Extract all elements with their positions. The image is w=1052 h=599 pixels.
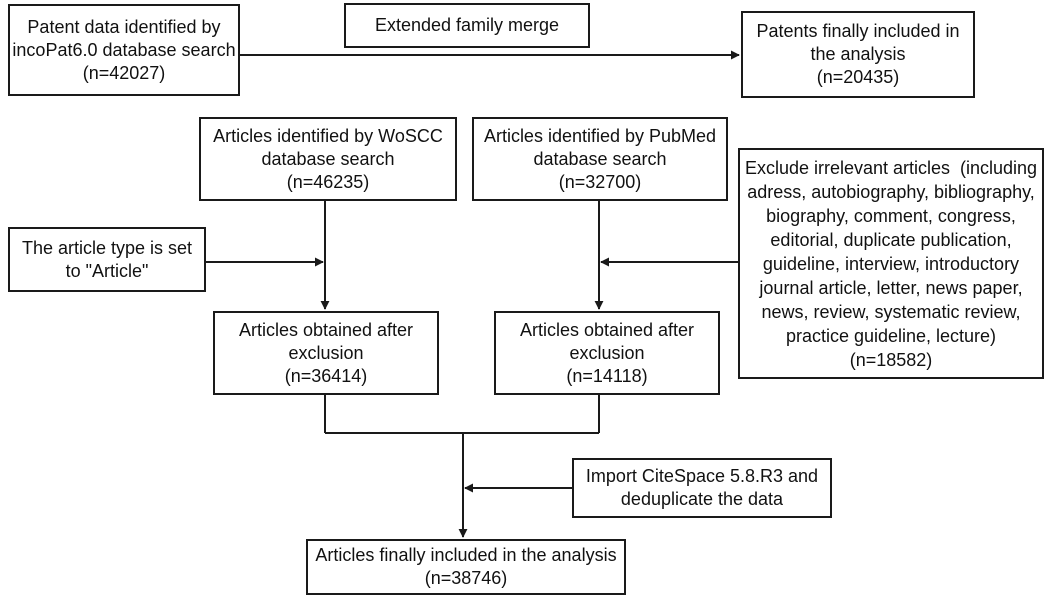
box-text-line: database search	[533, 148, 667, 169]
box-text-line: incoPat6.0 database search	[12, 39, 236, 60]
family-merge-box: Extended family merge	[344, 3, 590, 48]
box-text-line: exclusion	[569, 342, 645, 363]
box-text-line: biography, comment, congress,	[766, 205, 1016, 226]
box-text-line: to "Article"	[65, 260, 149, 281]
box-text-line: Extended family merge	[374, 15, 560, 35]
box-text-line: database search	[261, 148, 395, 169]
box-text-line: the analysis	[810, 44, 906, 64]
exclude-irrelevant-box: Exclude irrelevant articles (including ad…	[738, 148, 1044, 379]
box-text-line: Articles identified by WoSCC	[213, 125, 443, 146]
box-text-line: Articles identified by PubMed	[483, 125, 717, 146]
box-text-line: exclusion	[288, 342, 364, 363]
box-text-line: The article type is set	[21, 237, 193, 258]
box-text-line: (n=46235)	[286, 171, 370, 192]
box-text-line: (n=36414)	[284, 365, 368, 386]
box-text-line: guideline, interview, introductory	[762, 253, 1020, 274]
box-text-line: Import CiteSpace 5.8.R3 and	[585, 466, 819, 486]
articles-final-box: Articles finally included in the analysi…	[306, 539, 626, 595]
box-text-line: Patent data identified by	[27, 16, 221, 37]
box-text-line: journal article, letter, news paper,	[759, 277, 1023, 298]
box-text-line: practice guideline, lecture)	[785, 325, 997, 346]
box-text-line: editorial, duplicate publication,	[770, 229, 1012, 250]
box-text-line: (n=32700)	[558, 171, 642, 192]
box-text-line: news, review, systematic review,	[761, 301, 1021, 322]
box-text-line: (n=18582)	[849, 349, 933, 370]
box-text-line: Exclude irrelevant articles (including	[744, 157, 1038, 178]
box-text-line: Articles obtained after	[519, 319, 695, 340]
box-text-line: (n=38746)	[424, 568, 508, 588]
box-text-line: Articles obtained after	[238, 319, 414, 340]
box-text-line: adress, autobiography, bibliography,	[747, 181, 1035, 202]
citespace-box: Import CiteSpace 5.8.R3 and deduplicate t…	[572, 458, 832, 518]
patents-final-box: Patents finally included in the analysis (…	[741, 11, 975, 98]
box-text-line: deduplicate the data	[620, 489, 784, 509]
box-text-line: Patents finally included in	[756, 21, 960, 41]
box-text-line: Articles finally included in the analysi…	[315, 545, 617, 565]
box-text-line: (n=20435)	[816, 67, 900, 87]
box-text-line: (n=42027)	[82, 62, 166, 83]
box-text-line: (n=14118)	[566, 365, 648, 386]
